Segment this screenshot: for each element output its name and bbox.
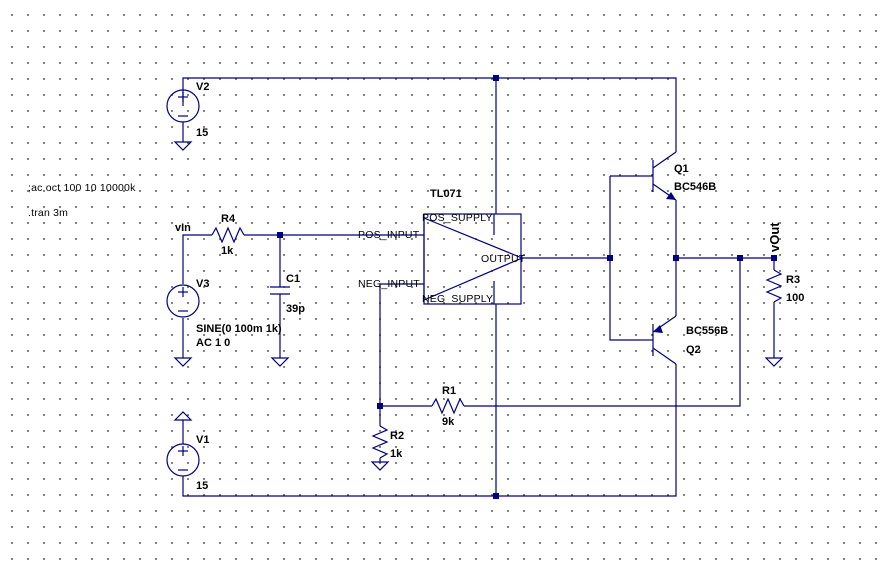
ground-icon — [173, 357, 193, 367]
v3-ac-value: AC 1 0 — [196, 337, 230, 349]
ground-icon — [173, 411, 193, 421]
transistor-q2[interactable] — [640, 306, 677, 366]
pin-neg-input: NEG_INPUT — [358, 278, 420, 290]
wire-top-rail[interactable] — [182, 77, 677, 142]
net-label-vout[interactable]: vOut — [767, 222, 782, 252]
q2-value: BC556B — [686, 325, 728, 337]
resistor-icon — [765, 269, 783, 303]
capacitor-c1[interactable] — [270, 286, 290, 367]
v1-name: V1 — [196, 434, 209, 446]
r4-name: R4 — [221, 213, 236, 225]
v2-name: V2 — [196, 81, 209, 93]
resistor-r2[interactable] — [370, 425, 390, 471]
wire-bases[interactable] — [609, 176, 640, 341]
labels: ;ac oct 100 10 10000k .tran 3m V2 15 V3 … — [28, 81, 804, 492]
pin-pos-supply: POS_SUPPLY — [422, 212, 493, 224]
c1-value: 39p — [286, 303, 305, 315]
source-symbol-icon — [166, 284, 200, 318]
ac-directive[interactable]: ;ac oct 100 10 10000k — [28, 182, 136, 194]
junctions — [277, 75, 777, 499]
resistor-icon — [211, 226, 245, 244]
v1-value: 15 — [196, 480, 208, 492]
ground-icon — [270, 357, 290, 367]
junction-bottom-rail — [493, 493, 499, 499]
resistor-r1[interactable] — [431, 397, 465, 415]
tran-directive[interactable]: .tran 3m — [28, 207, 68, 219]
q1-value: BC546B — [674, 181, 716, 193]
c1-name: C1 — [286, 273, 300, 285]
resistor-icon — [431, 397, 465, 415]
r4-value: 1k — [221, 245, 234, 257]
pin-neg-supply: NEG_SUPPLY — [422, 293, 493, 305]
v3-name: V3 — [196, 278, 209, 290]
junction-output-feedback — [737, 255, 743, 261]
resistor-icon — [371, 425, 389, 459]
opamp-tl071[interactable] — [423, 213, 524, 305]
junction-c1 — [277, 232, 283, 238]
voltage-source-v3[interactable] — [166, 284, 200, 367]
r2-value: 1k — [390, 448, 403, 460]
wire-r1-right[interactable] — [464, 258, 741, 407]
wires — [182, 77, 775, 497]
junction-emitters — [673, 255, 679, 261]
resistor-r4[interactable] — [211, 226, 245, 244]
wire-bottom-rail[interactable] — [182, 366, 677, 497]
junction-top-rail — [493, 75, 499, 81]
pin-pos-input: POS_INPUT — [358, 229, 420, 241]
resistor-r3[interactable] — [764, 269, 784, 367]
junction-feedback — [377, 403, 383, 409]
transistor-q1[interactable] — [640, 142, 677, 208]
voltage-source-v1[interactable] — [166, 411, 200, 479]
ground-icon — [173, 141, 193, 151]
junction-bases — [607, 255, 613, 261]
r1-name: R1 — [442, 385, 456, 397]
v2-value: 15 — [196, 127, 208, 139]
opamp-triangle-icon — [423, 217, 524, 301]
wire-neg-input[interactable] — [379, 283, 424, 406]
voltage-source-v2[interactable] — [166, 89, 200, 151]
r2-name: R2 — [390, 430, 404, 442]
pin-output: OUTPUT — [481, 253, 526, 265]
opamp-name: TL071 — [430, 188, 462, 200]
net-label-vin[interactable]: vIn — [175, 222, 191, 234]
v3-value: SINE(0 100m 1k) — [196, 323, 282, 335]
r3-value: 100 — [786, 292, 804, 304]
r1-value: 9k — [442, 416, 455, 428]
wire-vin[interactable] — [182, 234, 212, 284]
ground-icon — [370, 461, 390, 471]
q1-name: Q1 — [674, 163, 689, 175]
r3-name: R3 — [786, 274, 800, 286]
junction-vout — [771, 255, 777, 261]
q2-name: Q2 — [686, 344, 701, 356]
ground-icon — [764, 357, 784, 367]
